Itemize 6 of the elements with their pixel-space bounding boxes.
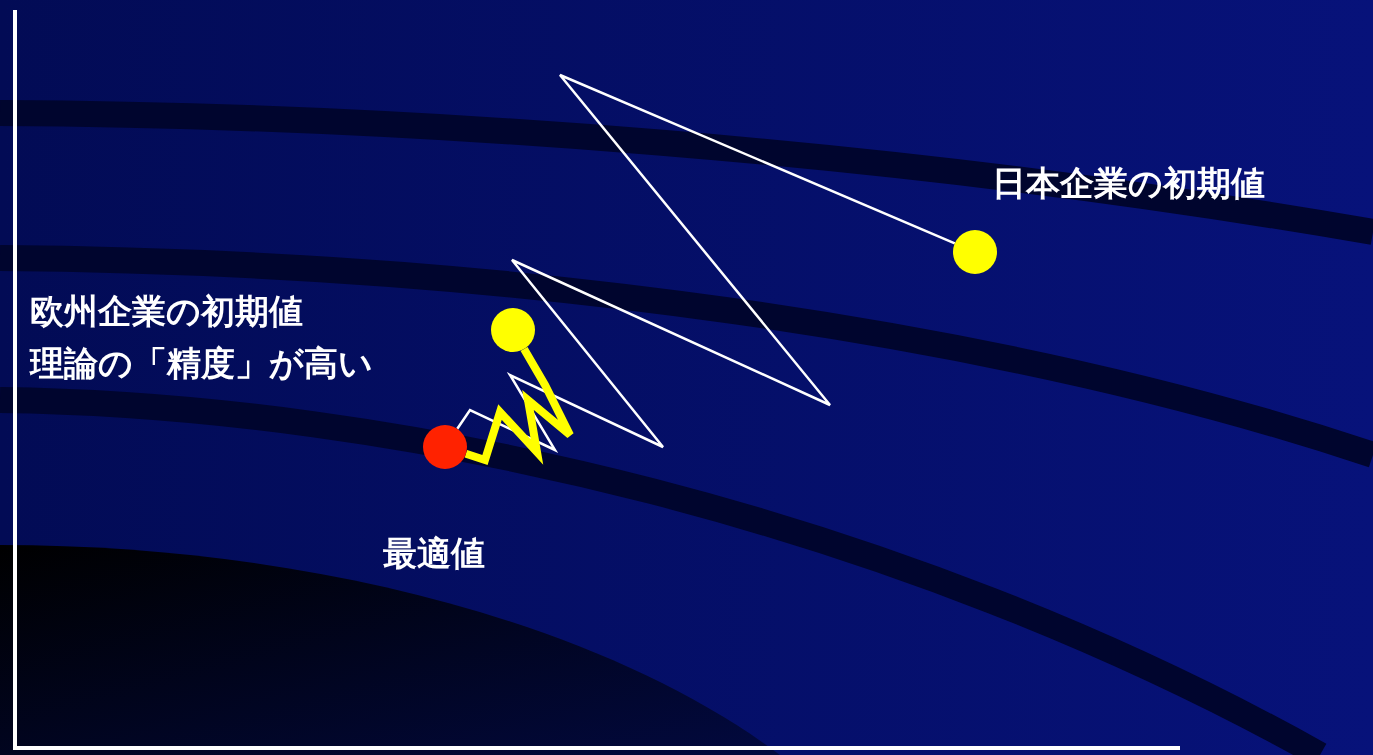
point-caption: 欧州企業の初期値 xyxy=(30,290,303,333)
point-caption: 最適値 xyxy=(383,532,485,575)
point-caption: 日本企業の初期値 xyxy=(992,162,1265,205)
zigzag-path xyxy=(464,347,574,466)
zigzag-path xyxy=(456,73,956,453)
point-caption: 理論の「精度」が高い xyxy=(30,342,373,385)
